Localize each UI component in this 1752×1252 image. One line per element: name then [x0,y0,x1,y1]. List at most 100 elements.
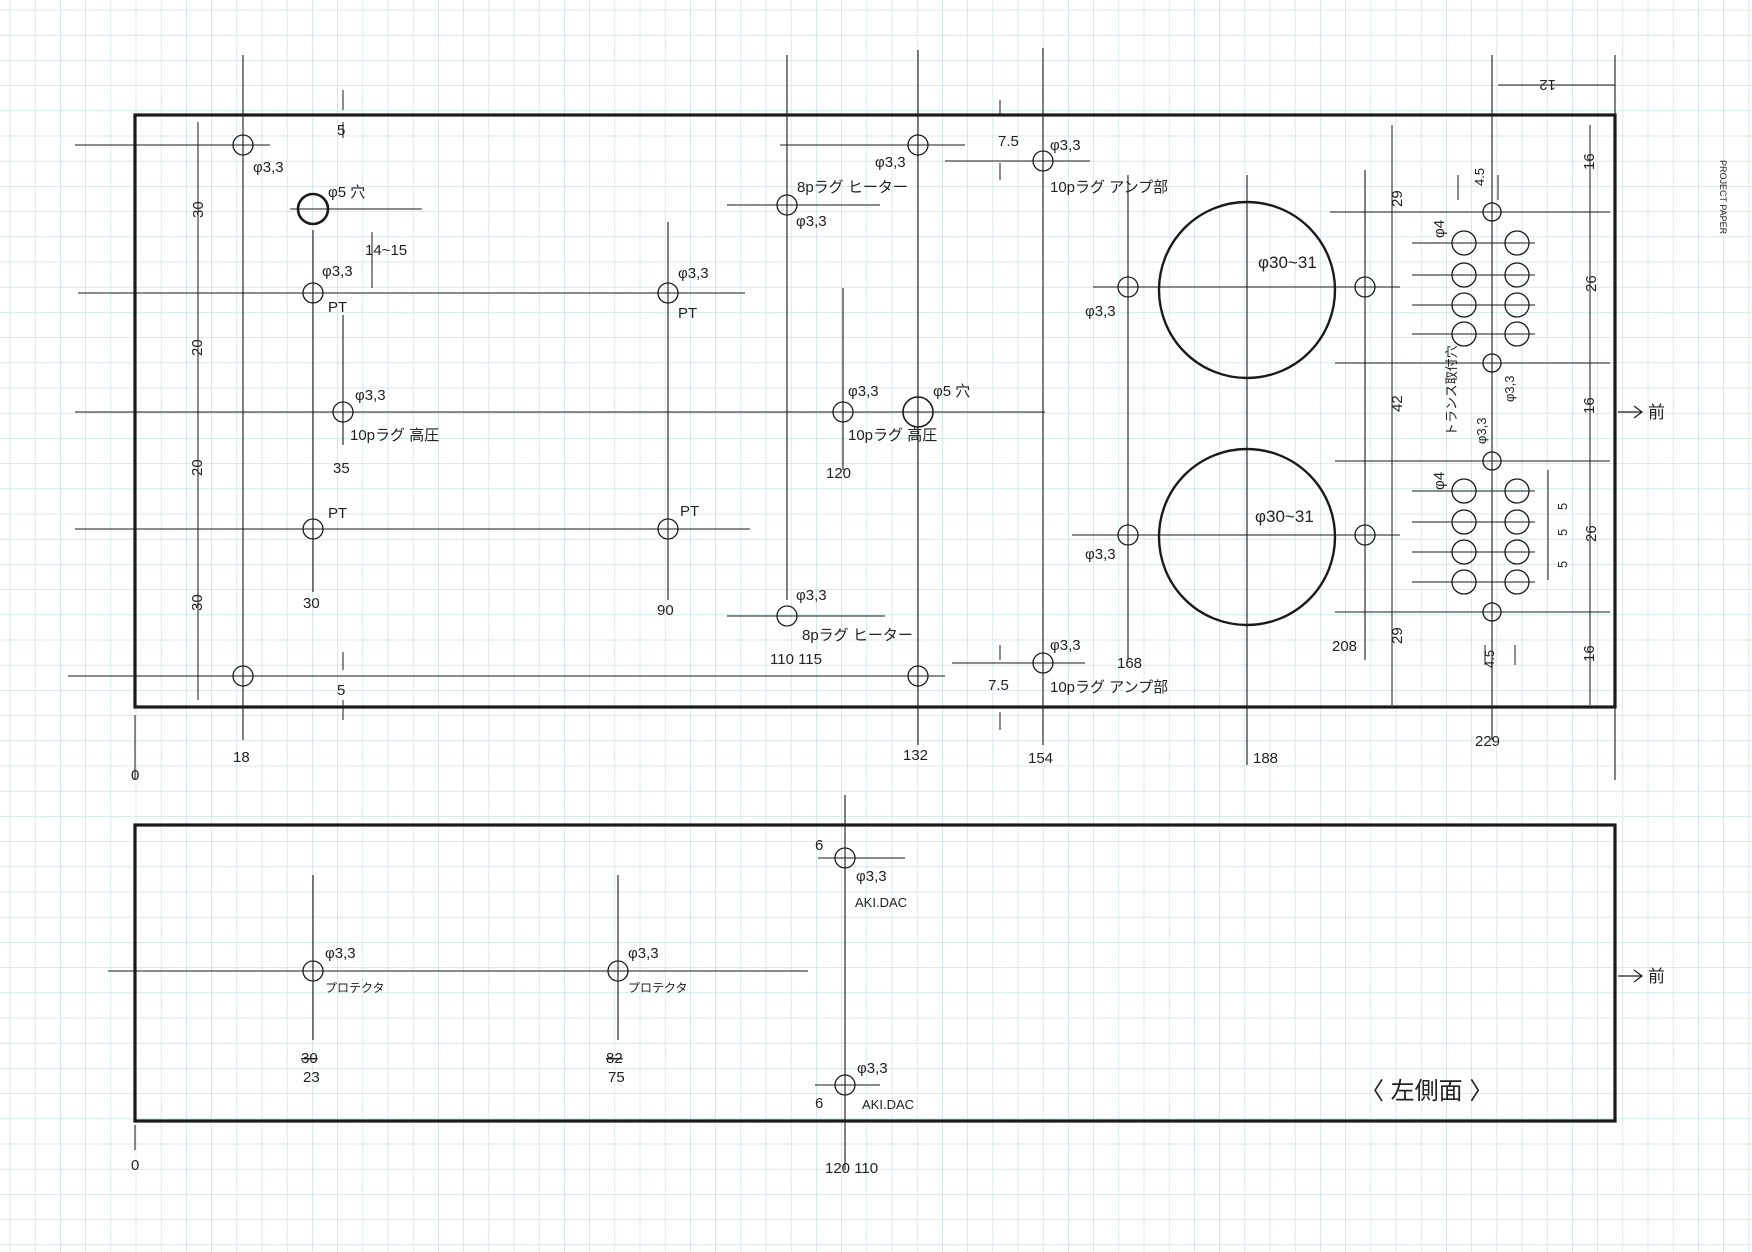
hole-label: φ4 [1431,220,1448,238]
mounting-hole [232,134,254,156]
dim-label: 120 110 [825,1160,878,1177]
transformer-hole [1451,509,1477,535]
dim-label: 5 [1555,561,1570,568]
dim-label: 4.5 [1482,650,1497,668]
top-panel [68,48,1643,780]
side-panel [108,795,1643,1170]
dim-label: 5 [337,122,345,139]
dim-label: 29 [1389,190,1406,207]
front-label: 前 [1648,967,1665,986]
hole-label: φ3,3 [322,263,353,280]
side-panel-labels: φ3,3 プロテクタ 30 23 φ3,3 プロテクタ 82 75 6 φ3,3… [131,837,1665,1177]
mounting-hole [1482,202,1502,222]
transformer-hole [1504,539,1530,565]
dim-label: 90 [657,602,674,619]
part-label: 10pラグ アンプ部 [1050,179,1168,196]
dim-label: 6 [815,837,823,854]
transformer-hole [1504,509,1530,535]
dim-label: 120 [826,465,851,482]
part-label: プロテクタ [325,981,385,995]
mounting-hole [232,665,254,687]
dim-label: 26 [1583,525,1600,542]
dim-label: 16 [1581,397,1598,414]
hole-label: φ3,3 [628,945,659,962]
mounting-hole [657,282,679,304]
mounting-hole [302,282,324,304]
part-label: トランス取付穴 [1444,345,1459,436]
top-panel-labels: 5 5 30 20 20 30 φ3,3 φ5 穴 14~15 φ3,3 PT … [131,76,1665,784]
dim-label: 7.5 [998,133,1019,150]
tube-socket-hole [1157,447,1337,627]
mounting-hole [1354,524,1376,546]
axis-label: 0 [131,767,139,784]
hole-label: φ3,3 [857,1060,888,1077]
transformer-hole [1451,262,1477,288]
socket-label: φ30~31 [1258,253,1317,272]
mounting-hole [302,960,324,982]
dim-label: 75 [608,1069,625,1086]
hole-label: φ3,3 [875,154,906,171]
axis-label: 154 [1028,750,1053,767]
dim-label: 29 [1389,627,1406,644]
dim-label: 5 [337,682,345,699]
transformer-hole [1451,230,1477,256]
mounting-hole [1117,276,1139,298]
mounting-hole [332,401,354,423]
hole-label: φ3,3 [1085,546,1116,563]
hole-label: φ3,3 [1474,417,1489,444]
hole-label: φ5 穴 [328,184,365,201]
part-label: 8pラグ ヒーター [802,627,913,644]
part-label: 10pラグ アンプ部 [1050,679,1168,696]
socket-label: φ30~31 [1255,507,1314,526]
dim-label: 16 [1581,645,1598,662]
hole-label: φ3,3 [1050,637,1081,654]
transformer-hole [1504,478,1530,504]
part-label: 10pラグ 高圧 [350,427,439,444]
transformer-hole [1451,539,1477,565]
axis-label: 229 [1475,733,1500,750]
transformer-hole [1451,478,1477,504]
dim-label: 4.5 [1472,168,1487,186]
five-mm-hole [902,396,934,428]
mounting-hole [302,518,324,540]
hole-label: φ5 穴 [933,383,970,400]
dim-label: 26 [1583,275,1600,292]
part-label: プロテクタ [628,981,688,995]
dim-label: 14~15 [365,242,407,259]
mounting-hole [834,847,856,869]
mounting-hole [1482,602,1502,622]
dim-label: 30 [189,594,206,611]
dim-label: 23 [303,1069,320,1086]
front-label: 前 [1648,403,1665,422]
hole-label: φ3,3 [848,383,879,400]
dim-label: 30 [301,1050,318,1067]
hole-label: φ3,3 [796,213,827,230]
transformer-hole [1504,292,1530,318]
mounting-hole [1117,524,1139,546]
part-label: 10pラグ 高圧 [848,427,937,444]
dim-label: 12 [1539,76,1556,93]
part-label: PT [680,503,699,520]
dim-label: 110 115 [770,651,822,668]
dim-label: 20 [189,459,206,476]
dim-label: 42 [1389,395,1406,412]
transformer-hole [1504,230,1530,256]
axis-label: 18 [233,749,250,766]
mounting-hole [1354,276,1376,298]
mounting-hole [1482,353,1502,373]
hole-label: φ3,3 [253,159,284,176]
mounting-hole [776,194,798,216]
mounting-hole [1482,451,1502,471]
watermark: PROJECT PAPER [1718,160,1728,235]
part-label: 8pラグ ヒーター [797,179,908,196]
hole-label: φ3,3 [355,387,386,404]
transformer-hole [1451,321,1477,347]
tube-socket-hole [1157,200,1337,380]
mounting-hole [657,518,679,540]
front-arrow-head [1633,969,1643,983]
part-label: AKI.DAC [862,1097,914,1112]
mounting-hole [607,960,629,982]
mounting-hole [832,401,854,423]
hole-label: φ3,3 [796,587,827,604]
